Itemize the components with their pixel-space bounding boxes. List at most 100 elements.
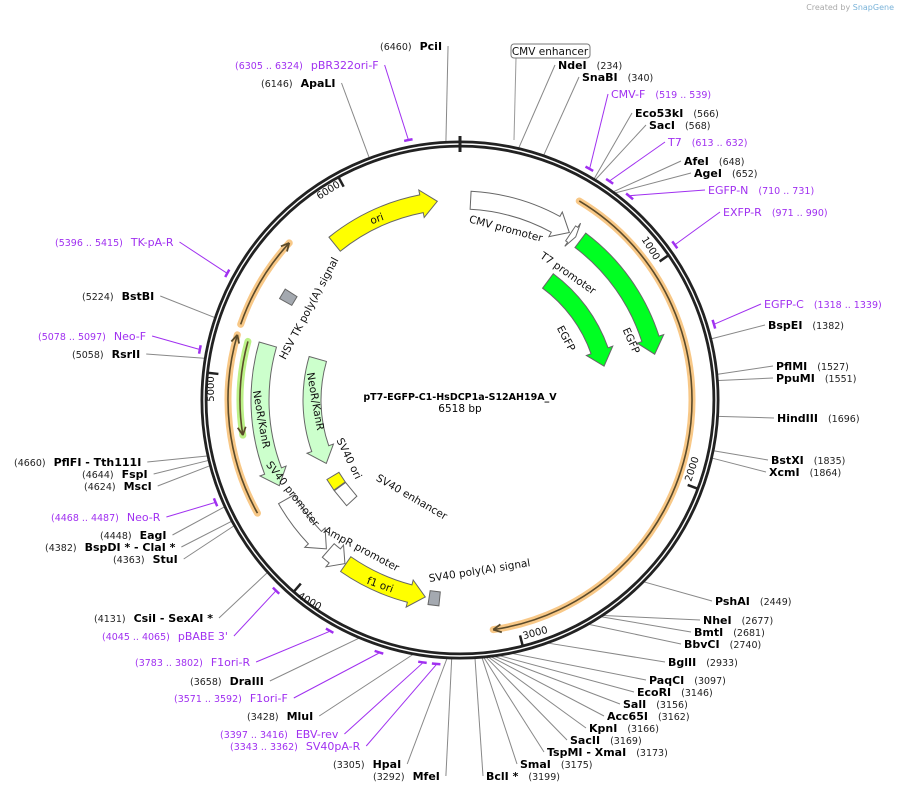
site-position: (4131) <box>94 614 126 625</box>
site-name: PflMI <box>776 360 807 373</box>
site-name: BbvCI <box>684 638 720 651</box>
site-position: (4624) <box>84 482 116 493</box>
site-name: Acc65I <box>607 710 648 723</box>
site-position: (3169) <box>610 736 642 747</box>
feature-cmv-promoter <box>469 190 570 238</box>
site-leader <box>713 377 774 382</box>
site-leader <box>487 652 635 693</box>
site-leader <box>341 82 372 163</box>
site-name: CsiI - SexAI * <box>134 612 214 625</box>
site-name: PaqCI <box>649 674 684 687</box>
site-leader <box>160 295 220 320</box>
site-leader <box>708 449 769 461</box>
site-leader <box>591 124 647 184</box>
site-name: SnaBI <box>582 71 618 84</box>
site-position: (1527) <box>817 362 849 373</box>
primer-position: (3397 .. 3416) <box>220 730 288 741</box>
primer-leader <box>675 211 721 245</box>
site-leader <box>445 653 453 777</box>
site-position: (2681) <box>733 628 765 639</box>
site-leader <box>218 569 272 619</box>
feature-ampr-promoter <box>321 542 346 568</box>
site-position: (3166) <box>627 724 659 735</box>
site-name: PciI <box>420 40 442 53</box>
primer-mark <box>325 627 334 634</box>
site-position: (3173) <box>636 748 668 759</box>
site-name: MluI <box>287 710 314 723</box>
primer-leader <box>293 652 379 699</box>
primer-name: CMV-F <box>611 88 645 101</box>
site-leader <box>445 45 449 147</box>
primer-mark <box>711 319 717 329</box>
primer-mark <box>605 177 614 185</box>
site-leader <box>594 615 692 633</box>
primer-position: (4468 .. 4487) <box>51 513 119 524</box>
site-name: BstBI <box>122 290 155 303</box>
feature-layer <box>197 138 717 666</box>
site-position: (2740) <box>730 640 762 651</box>
primer-leader <box>609 141 666 181</box>
primer-name: EGFP-C <box>764 298 804 311</box>
site-position: (340) <box>628 73 654 84</box>
primer-leader <box>714 303 762 325</box>
site-name: FspI <box>122 468 148 481</box>
orf-arrowhead <box>230 334 240 344</box>
primer-position: (3783 .. 3802) <box>135 658 203 669</box>
feature-label: EGFP <box>554 324 577 354</box>
site-leader <box>480 653 518 765</box>
site-name: NheI <box>703 614 732 627</box>
orf-arrowhead <box>280 242 291 252</box>
site-name: BstXI <box>771 454 804 467</box>
orf-arrowhead <box>492 623 503 634</box>
primer-mark <box>224 268 231 278</box>
primer-leader <box>151 335 200 350</box>
site-position: (3199) <box>528 772 560 783</box>
feature-label: SV40 enhancer <box>374 472 450 523</box>
primer-position: (519 .. 539) <box>655 90 711 101</box>
site-position: (4363) <box>113 555 145 566</box>
primer-name: EXFP-R <box>723 206 762 219</box>
site-leader <box>483 652 605 717</box>
primer-position: (710 .. 731) <box>758 186 814 197</box>
primer-mark <box>212 497 219 507</box>
site-name: BspEI <box>768 319 802 332</box>
site-name: BspDI * - ClaI * <box>85 541 176 554</box>
primer-name: SV40pA-R <box>306 740 361 753</box>
site-name: Eco53kI <box>635 107 683 120</box>
site-position: (6146) <box>261 79 293 90</box>
primer-mark <box>431 662 441 666</box>
primer-leader <box>630 189 706 197</box>
primer-mark <box>197 345 202 354</box>
primer-name: T7 <box>667 136 682 149</box>
site-leader <box>269 634 365 682</box>
orf-line <box>493 200 693 631</box>
site-leader <box>482 652 587 729</box>
site-name: PflFI - Tth111I <box>54 456 142 469</box>
site-name: NdeI <box>558 59 587 72</box>
site-leader <box>485 652 621 705</box>
site-leader <box>541 76 580 160</box>
credit-brand: SnapGene <box>852 3 894 12</box>
feature-sv40-enhancer <box>333 481 358 507</box>
plasmid-name: pT7-EGFP-C1-HsDCP1a-S12AH19A_V <box>363 392 557 403</box>
site-name: HpaI <box>373 758 402 771</box>
site-leader <box>712 365 774 376</box>
feature-ori <box>328 188 439 252</box>
plasmid-length: 6518 bp <box>438 403 482 415</box>
feature-label: SV40 poly(A) signal <box>428 557 531 585</box>
feature-f1-ori <box>339 556 427 609</box>
site-position: (3658) <box>190 677 222 688</box>
feature-t7-promoter <box>564 222 582 247</box>
site-name: MscI <box>124 480 152 493</box>
primer-leader <box>233 591 276 637</box>
site-position: (3175) <box>561 760 593 771</box>
site-name: SacII <box>570 734 600 747</box>
site-position: (1696) <box>828 414 860 425</box>
site-leader <box>595 614 701 621</box>
primer-name: pBABE 3' <box>178 630 228 643</box>
site-leader <box>181 518 236 548</box>
orf-line <box>227 334 259 514</box>
site-position: (2449) <box>760 597 792 608</box>
primer-leader <box>589 93 609 168</box>
